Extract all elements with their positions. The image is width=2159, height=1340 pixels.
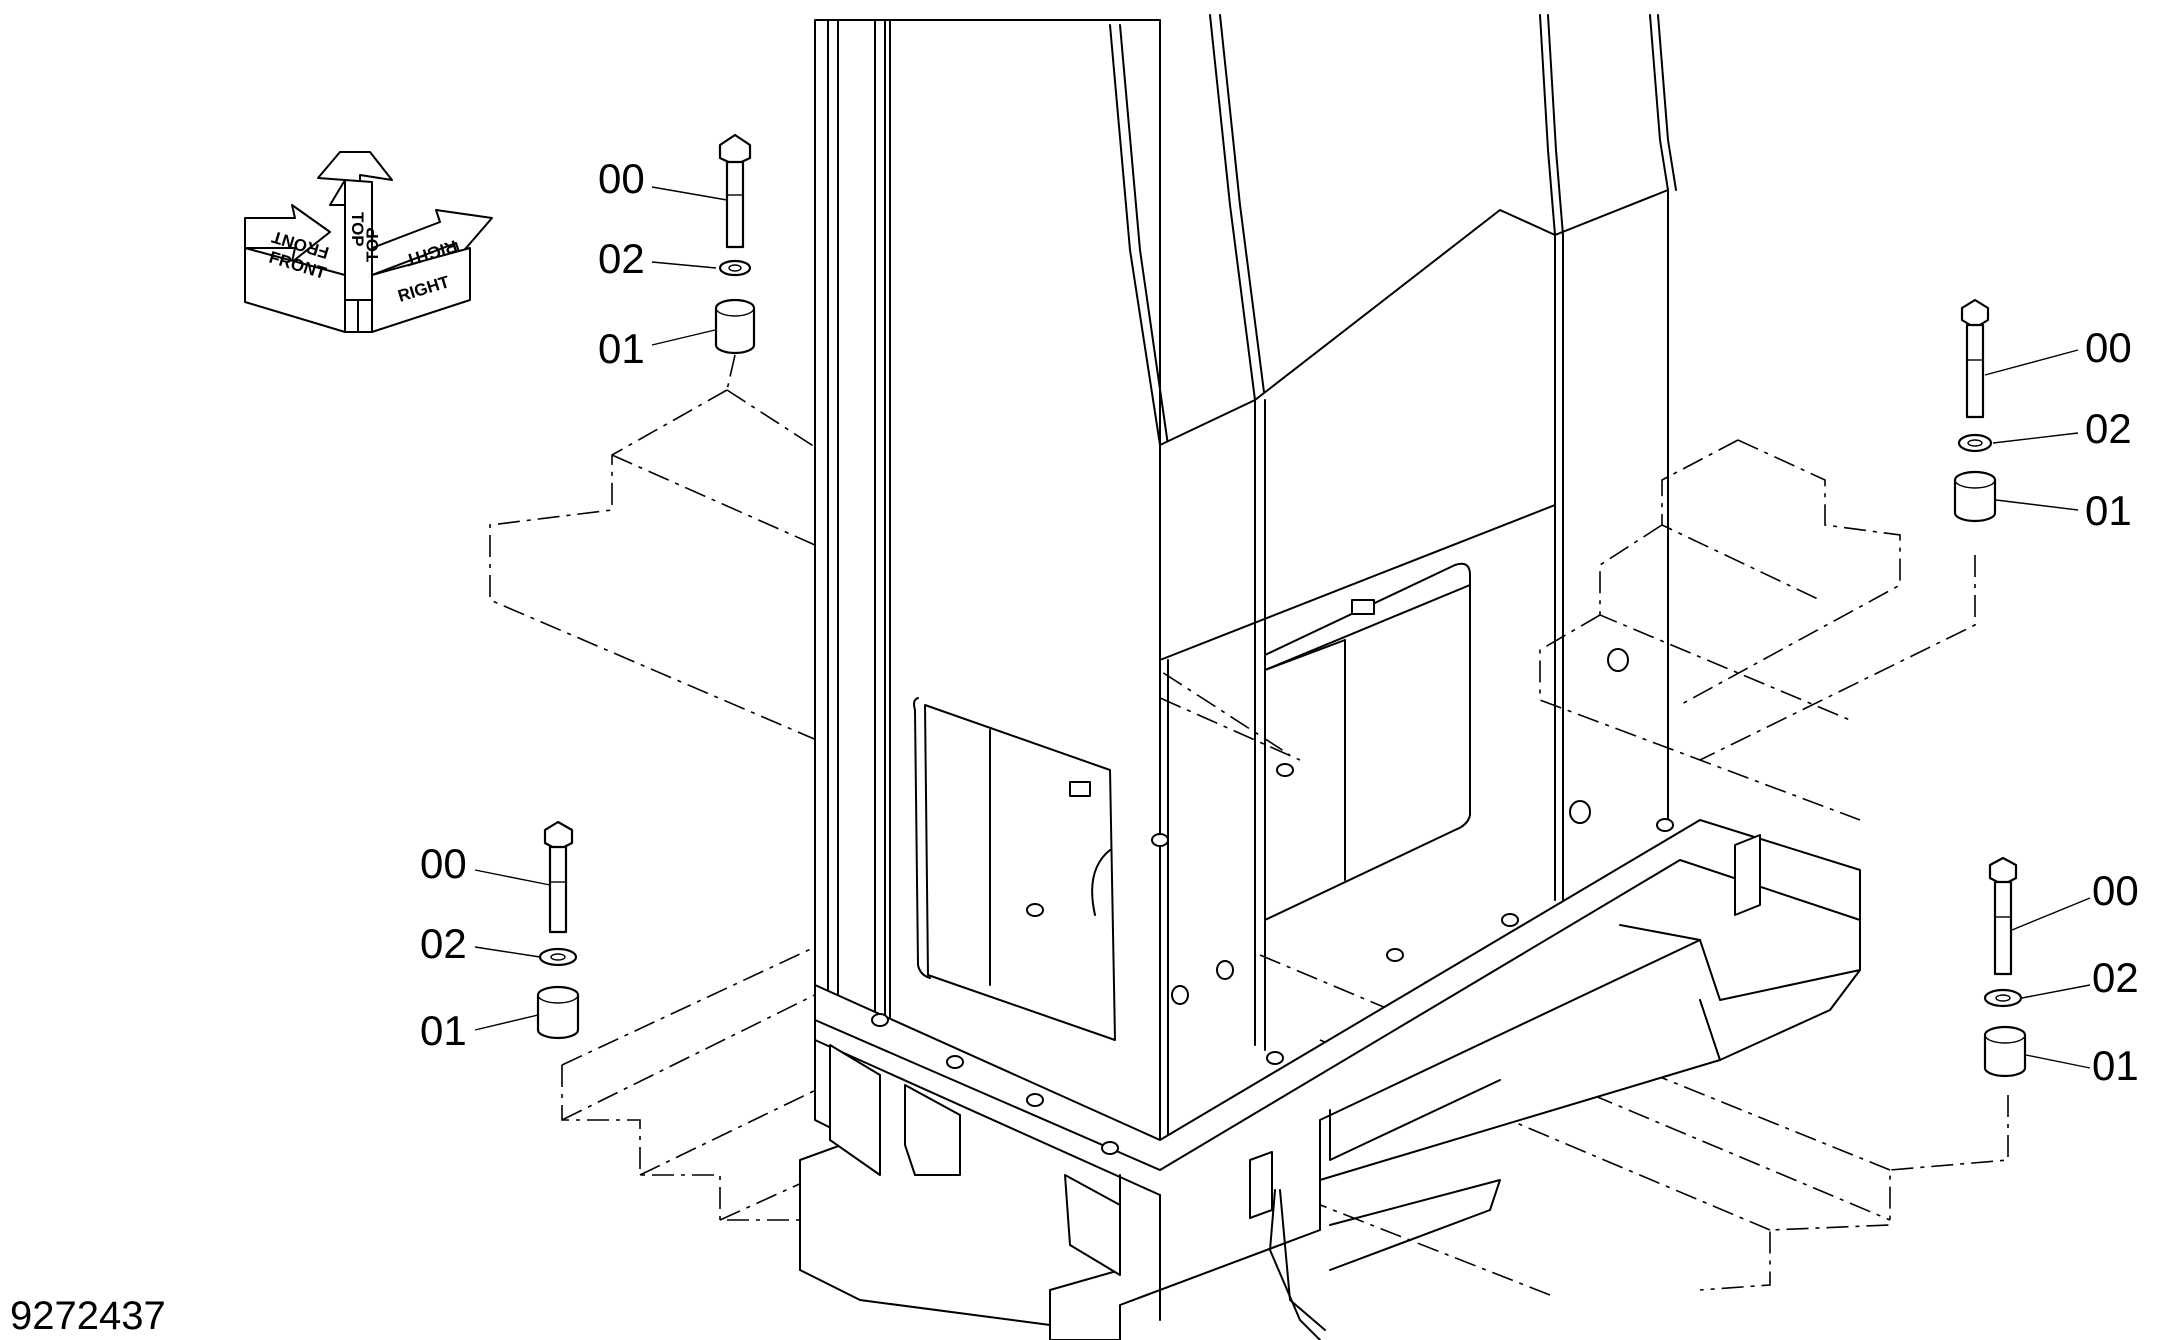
bolt-head-icon <box>543 820 574 852</box>
spacer-icon <box>536 985 580 1040</box>
orientation-arrows-icon: FRONT FRONT TOP TOP RIGHT RIGHT <box>244 151 493 333</box>
callout-spacer: 01 <box>2092 1042 2139 1089</box>
callout-spacer: 01 <box>420 1007 467 1054</box>
spacer-icon <box>1953 470 1997 523</box>
fastener-stack-upper-right: 00 02 01 <box>1953 298 2132 534</box>
bolt-head-icon <box>1988 856 2018 887</box>
callout-spacer: 01 <box>2085 487 2132 534</box>
callout-spacer: 01 <box>598 325 645 372</box>
drawing-number: 9272437 <box>10 1294 166 1338</box>
washer-icon <box>1957 433 1993 453</box>
fastener-stack-upper-left: 00 02 01 <box>598 133 756 391</box>
bolt-shank <box>1965 323 1985 419</box>
callout-bolt: 00 <box>2085 324 2132 371</box>
callout-bolt: 00 <box>598 155 645 202</box>
bolt-head-icon <box>718 133 752 167</box>
top-label-mirror: TOP <box>363 227 382 262</box>
base-frame <box>799 763 1861 1340</box>
spacer-icon <box>714 298 756 355</box>
bolt-head-icon <box>1960 298 1990 330</box>
cab-pillar-frame <box>814 14 1677 1166</box>
fastener-stack-lower-right: 00 02 01 <box>1983 856 2139 1089</box>
callout-washer: 02 <box>598 235 645 282</box>
callout-washer: 02 <box>2092 954 2139 1001</box>
top-label: TOP <box>348 212 367 247</box>
callout-bolt: 00 <box>420 840 467 887</box>
washer-icon <box>538 947 578 967</box>
washer-icon <box>1983 988 2023 1008</box>
bolt-shank <box>1993 880 2013 976</box>
spacer-icon <box>1983 1025 2027 1078</box>
callout-bolt: 00 <box>2092 867 2139 914</box>
callout-washer: 02 <box>2085 405 2132 452</box>
washer-icon <box>718 259 752 277</box>
bolt-shank <box>725 160 745 249</box>
bolt-shank <box>548 845 568 934</box>
fastener-stack-lower-left: 00 02 01 <box>420 820 580 1054</box>
callout-washer: 02 <box>420 920 467 967</box>
